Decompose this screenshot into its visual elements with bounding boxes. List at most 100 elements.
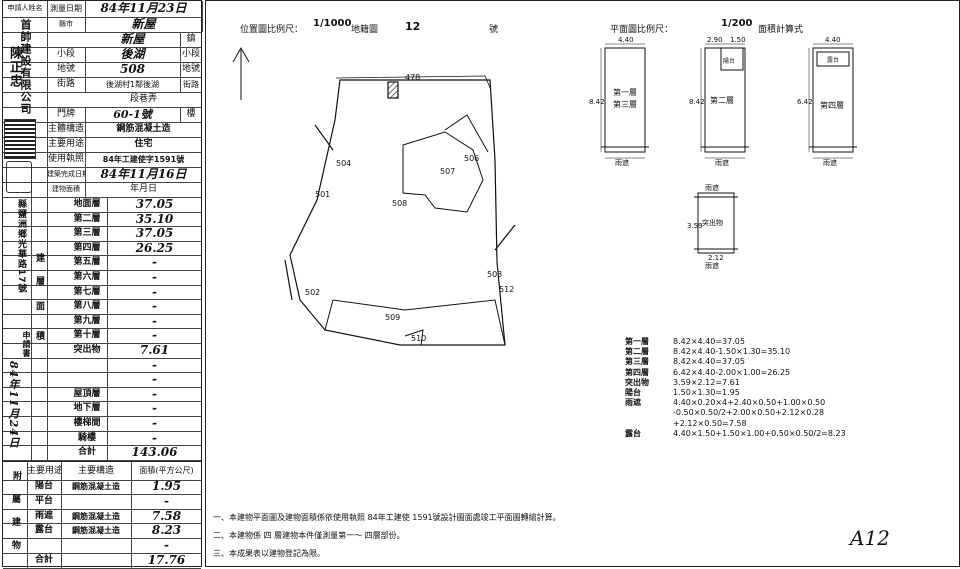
floor-area: 7.61 [139, 343, 170, 357]
floor-name: 屋頂層 [67, 386, 108, 402]
acc-side-label-4: 物 [10, 540, 20, 550]
rain-1: 雨遮 [615, 158, 629, 167]
calc-label: 第一層 [625, 337, 649, 346]
company-seal [4, 119, 36, 159]
floor-name: 地下層 [67, 401, 108, 416]
dim-440-c: 4.40 [825, 36, 841, 44]
floor-name: 騎樓 [67, 430, 108, 446]
col-label-floor: 層 [34, 276, 44, 286]
number-row: 門牌 60-1號 樓 [3, 107, 201, 123]
calc-formula: 1.50×1.30=1.95 [673, 388, 740, 397]
plan-balcony [720, 47, 744, 71]
parcel-504: 504 [336, 159, 351, 168]
floor-row: 第九層- [3, 313, 201, 330]
label-rain-bottom: 雨遮 [705, 261, 719, 270]
calc-formula: 8.42×4.40=37.05 [673, 337, 745, 346]
county-label: 縣市 [47, 17, 86, 32]
floor-area: - [152, 299, 157, 314]
acc-area: 7.58 [151, 508, 182, 523]
label-floor-3: 第三層 [613, 99, 637, 109]
parcel-502: 502 [305, 288, 320, 297]
note-2: 二、本建物係 四 層建物本件僅測量第一～ 四層部份。 [213, 531, 405, 540]
dim-212: 2.12 [708, 254, 724, 262]
street-suffix: 街路 [183, 80, 199, 89]
rain-2: 雨遮 [715, 158, 729, 167]
floor-row: 樓梯間- [3, 416, 201, 432]
drawing-svg: 478 504 506 507 508 501 502 503 509 510 … [205, 0, 960, 567]
applicant-side-label: 申請書 [22, 331, 31, 358]
floor-header-row: 建物面積 年月日 [3, 182, 201, 198]
floor-row: 第七層- [3, 284, 201, 301]
township-suffix: 鎮 [186, 34, 196, 44]
parcel-501: 501 [315, 190, 330, 199]
floor-area: - [152, 372, 157, 387]
usage-row: 主要用途 住宅 [3, 137, 201, 153]
location-scale-label: 位置圖比例尺： [240, 25, 304, 35]
usage-label: 主要用途 [47, 137, 86, 152]
floor-row: - [3, 372, 201, 388]
floor-name: 第十層 [67, 328, 108, 343]
street-value: 後湖村1鄰後湖 [85, 77, 181, 92]
floor-name: 合計 [67, 445, 108, 460]
calc-formula: 4.40×0.20×4+2.40×0.50+1.00×0.50 [673, 398, 826, 408]
calc-formula: 8.42×4.40-1.50×1.30=35.10 [673, 347, 791, 357]
floor-area: - [152, 386, 157, 401]
floor-name: 第七層 [67, 284, 108, 300]
label-balcony: 陽台 [723, 57, 735, 65]
cadastral-map [284, 75, 516, 346]
acc-use: 合計 [27, 553, 62, 568]
plan-floor-4 [812, 47, 854, 153]
acc-structure [61, 553, 132, 568]
sheet-label: 地籍圖 [351, 25, 379, 35]
calc-formula: 8.42×4.40=37.05 [673, 357, 745, 367]
floor-name: 突出物 [67, 343, 108, 358]
survey-date-label: 測量日期 [47, 1, 86, 17]
number-value: 60-1號 [85, 107, 181, 122]
county-row: 縣市 新屋 [3, 17, 203, 33]
acc-structure-header: 主要構造 [61, 462, 132, 480]
acc-side-label-2: 屬 [10, 494, 20, 504]
floor-row: 第五層- [3, 255, 201, 271]
label-floor-4: 第四層 [820, 100, 844, 110]
floor-area: 26.25 [135, 240, 174, 255]
applicant-label: 申請人姓名 [3, 1, 48, 17]
parcel-label: 地號 [47, 62, 86, 77]
accessory-header-row: 主要用途 主要構造 面積(平方公尺) [3, 461, 201, 481]
section-value: 後湖 [85, 47, 181, 62]
township-row: 新屋 鎮 [3, 32, 201, 48]
company-name: 首帥建設有限公司 [19, 19, 32, 115]
calc-formula: 6.42×4.40-2.00×1.00=26.25 [673, 367, 791, 377]
floor-name: 地面層 [67, 197, 108, 212]
dim-290: 2.90 [707, 36, 723, 44]
floor-area: - [152, 270, 157, 284]
surveyor-address: 縣鹽洲鄉光華路17號 [16, 199, 26, 294]
floor-area: 143.06 [131, 445, 178, 460]
completion-row: 建築完成日期 84年11月16日 [3, 167, 201, 183]
col-label-accessory: 積 [34, 331, 44, 341]
floor-name: 第五層 [67, 255, 108, 270]
rain-3: 雨遮 [823, 158, 837, 167]
township-value: 新屋 [85, 32, 181, 47]
acc-area: - [164, 538, 169, 553]
parcel-value: 508 [85, 62, 181, 77]
north-arrow-icon [232, 46, 250, 100]
floor-plans [601, 47, 857, 254]
dim-440-a: 4.40 [618, 36, 634, 44]
acc-use: 露台 [27, 523, 62, 539]
dim-842-b: 8.42 [689, 98, 705, 106]
floor-row: 第八層 - [3, 299, 201, 315]
acc-area-header: 面積(平方公尺) [139, 466, 194, 475]
note-3: 三、本成果表以建物登記為限。 [213, 549, 325, 558]
floor-name [67, 357, 108, 373]
street-row: 街路 後湖村1鄰後湖 街路 [3, 77, 201, 93]
acc-use-header: 主要用途 [27, 462, 62, 480]
floor-name: 第八層 [67, 299, 108, 314]
acc-area: 17.76 [147, 553, 186, 567]
building-footprint [387, 81, 399, 99]
section-label: 小段 [47, 47, 86, 62]
county-value: 新屋 [85, 17, 203, 32]
drawing-area: 478 504 506 507 508 501 502 503 509 510 … [205, 0, 960, 567]
